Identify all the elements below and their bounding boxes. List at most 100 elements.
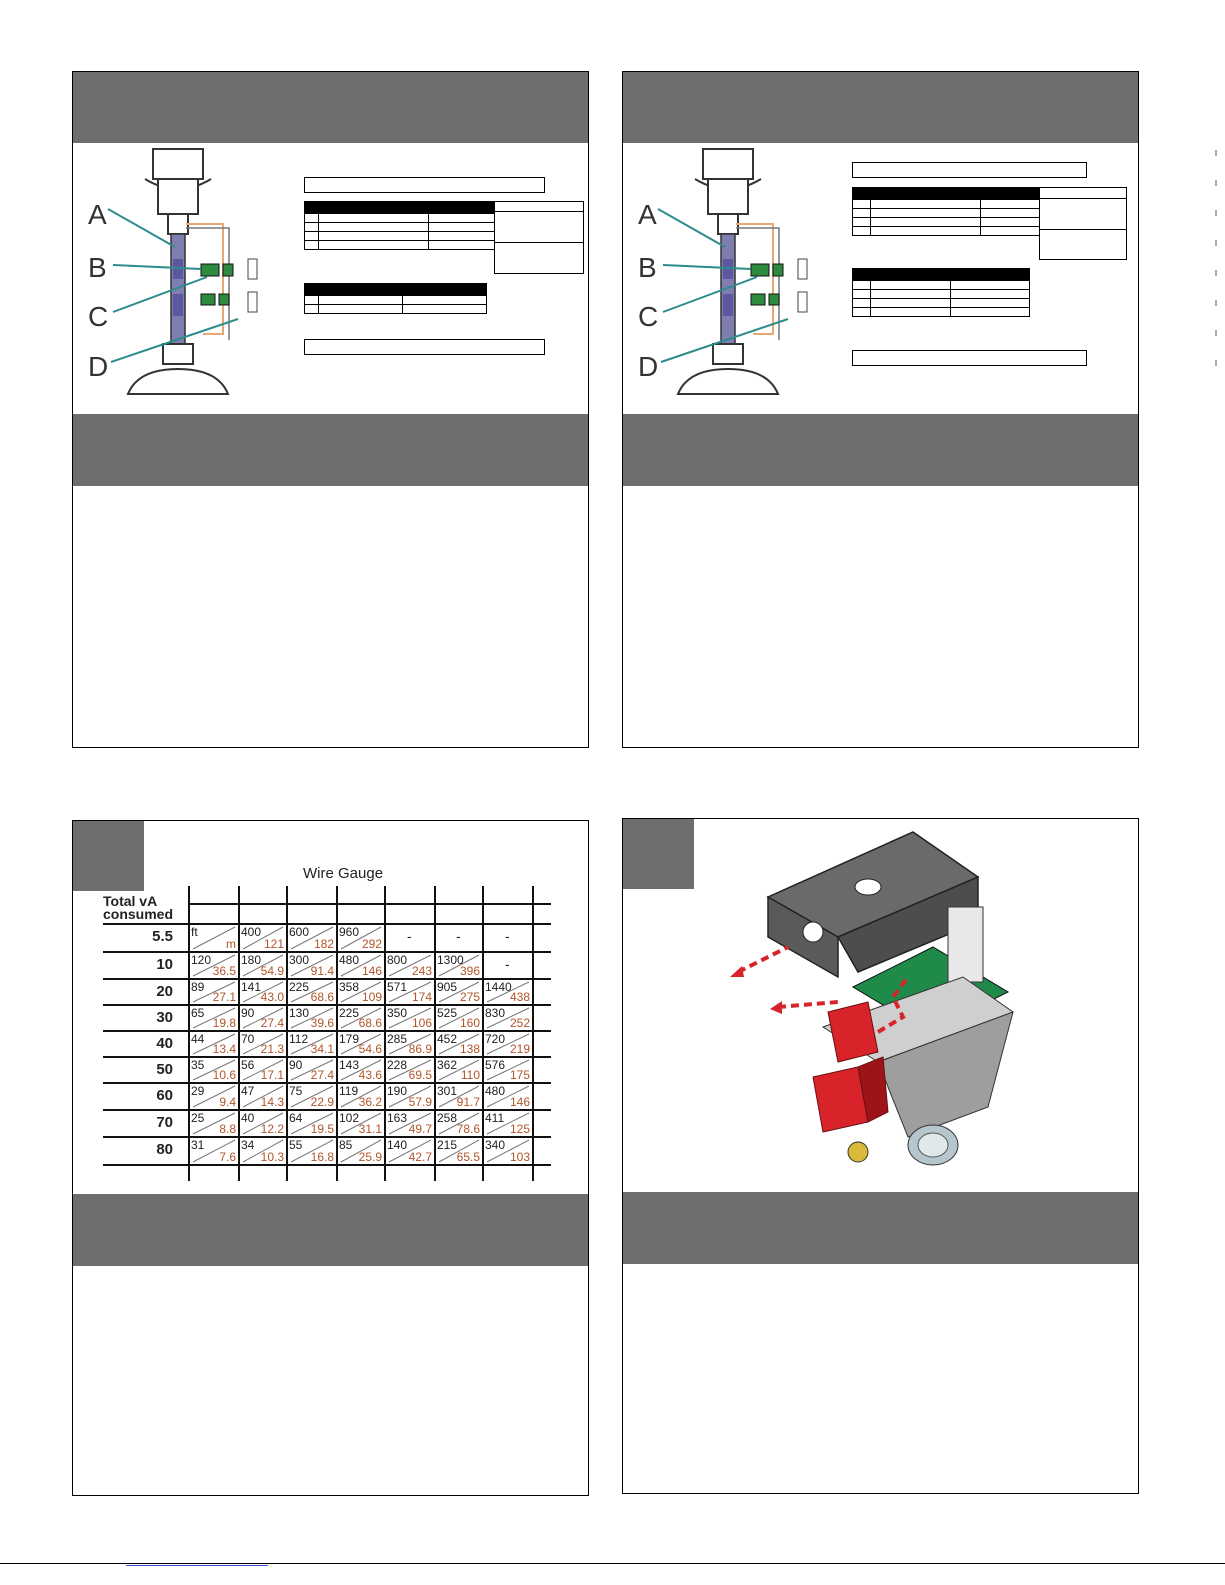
cell-feet: 112 <box>289 1032 309 1046</box>
cell-meters: 125 <box>509 1122 530 1136</box>
cell-diagonal <box>242 981 284 1003</box>
blank-side-box-b <box>1039 198 1127 230</box>
cell-meters: 106 <box>411 1016 432 1030</box>
cell-diagonal <box>192 1059 236 1081</box>
cell-feet: 215 <box>437 1138 458 1152</box>
cell-diagonal <box>290 981 334 1003</box>
cell-feet: 400 <box>241 925 262 939</box>
cell-feet: ft <box>191 925 198 939</box>
panel-header-band <box>73 72 588 143</box>
cell-meters: 69.5 <box>408 1068 432 1082</box>
cell-feet: 34 <box>241 1138 255 1152</box>
cell-feet: 1440 <box>485 980 512 994</box>
cell-diagonal <box>340 981 382 1003</box>
cell-meters: 68.6 <box>310 990 334 1004</box>
cell-feet: 44 <box>191 1032 205 1046</box>
cell-meters: 68.6 <box>358 1016 382 1030</box>
cell-meters: 34.1 <box>310 1042 334 1056</box>
cell-feet: 90 <box>241 1006 255 1020</box>
blank-table-a <box>304 201 496 250</box>
wiring-diagram: A B C D <box>638 148 808 395</box>
cell-feet: 285 <box>387 1032 408 1046</box>
row-label: 40 <box>156 1035 173 1052</box>
cell-meters: 103 <box>509 1150 530 1164</box>
cell-meters: 91.7 <box>456 1095 480 1109</box>
cell-meters: 160 <box>459 1016 480 1030</box>
cell-meters: 91.4 <box>310 964 334 978</box>
cell-diagonal <box>388 1033 432 1055</box>
cell-diagonal <box>242 926 284 950</box>
cell-meters: 49.7 <box>408 1122 432 1136</box>
cell-diagonal <box>388 1059 432 1081</box>
cell-diagonal <box>486 1139 530 1163</box>
cell-diagonal <box>192 954 236 977</box>
cell-diagonal <box>192 1007 236 1029</box>
blank-label-box-2 <box>852 350 1087 366</box>
cell-diagonal <box>192 1085 236 1108</box>
cell-diagonal <box>242 1007 284 1029</box>
cell-meters: 110 <box>460 1068 480 1082</box>
cell-feet: 190 <box>387 1084 408 1098</box>
cell-meters: 109 <box>361 990 382 1004</box>
cell-feet: 452 <box>437 1032 458 1046</box>
cell-diagonal <box>340 1059 382 1081</box>
panel-section-band <box>623 414 1138 486</box>
blank-side-box-b <box>494 211 584 243</box>
cell-diagonal <box>438 1112 480 1135</box>
cell-feet: 180 <box>241 953 262 967</box>
cell-feet: 225 <box>339 1006 360 1020</box>
cell-feet: 301 <box>437 1084 458 1098</box>
cell-diagonal <box>242 1059 284 1081</box>
callout-b: B <box>638 252 657 283</box>
panel-wiring-1: A B C D <box>72 71 589 748</box>
cell-feet: 362 <box>437 1058 458 1072</box>
cell-diagonal <box>290 1139 334 1163</box>
cell-meters: 138 <box>459 1042 480 1056</box>
cell-meters: 146 <box>361 964 382 978</box>
cell-meters: m <box>226 937 236 951</box>
cell-meters: 292 <box>361 937 382 951</box>
cell-diagonal <box>486 1007 530 1029</box>
cell-diagonal <box>290 1059 334 1081</box>
cell-meters: 13.4 <box>212 1042 236 1056</box>
cell-meters: 219 <box>509 1042 530 1056</box>
cell-meters: 17.1 <box>260 1068 284 1082</box>
cell-meters: 175 <box>509 1068 530 1082</box>
cell-diagonal <box>192 1033 236 1055</box>
corner-block <box>623 819 694 889</box>
cell-meters: 36.2 <box>358 1095 382 1109</box>
cell-meters: 19.5 <box>310 1122 334 1136</box>
cell-meters: 21.3 <box>260 1042 284 1056</box>
callout-d: D <box>88 351 108 382</box>
cell-feet: 411 <box>485 1111 505 1125</box>
cell-meters: 54.6 <box>358 1042 382 1056</box>
cell-meters: 22.9 <box>310 1095 334 1109</box>
callout-c: C <box>88 301 108 332</box>
row-label: 5.5 <box>152 928 173 945</box>
cell-meters: 27.4 <box>310 1068 334 1082</box>
cell-meters: 146 <box>509 1095 530 1109</box>
empty-cell: - <box>407 928 412 944</box>
cell-meters: 39.6 <box>310 1016 334 1030</box>
row-label: 50 <box>156 1061 173 1078</box>
cell-diagonal <box>242 1085 284 1108</box>
cell-diagonal <box>290 926 334 950</box>
cell-feet: 25 <box>191 1111 205 1125</box>
cell-feet: 576 <box>485 1058 506 1072</box>
cell-diagonal <box>192 981 236 1003</box>
empty-cell: - <box>505 956 510 972</box>
blank-side-box-c <box>1039 229 1127 260</box>
cell-meters: 27.1 <box>212 990 236 1004</box>
total-va-header: Total vA consumed <box>103 893 174 922</box>
cell-diagonal <box>438 1007 480 1029</box>
cell-feet: 140 <box>387 1138 408 1152</box>
cell-meters: 438 <box>509 990 530 1004</box>
empty-cell: - <box>505 928 510 944</box>
wire-gauge-title: Wire Gauge <box>303 865 384 882</box>
cell-feet: 70 <box>241 1032 255 1046</box>
cell-feet: 830 <box>485 1006 506 1020</box>
empty-cell: - <box>456 928 461 944</box>
cell-feet: 571 <box>387 980 408 994</box>
cell-meters: 86.9 <box>408 1042 432 1056</box>
footer-link-underline[interactable] <box>126 1565 268 1566</box>
